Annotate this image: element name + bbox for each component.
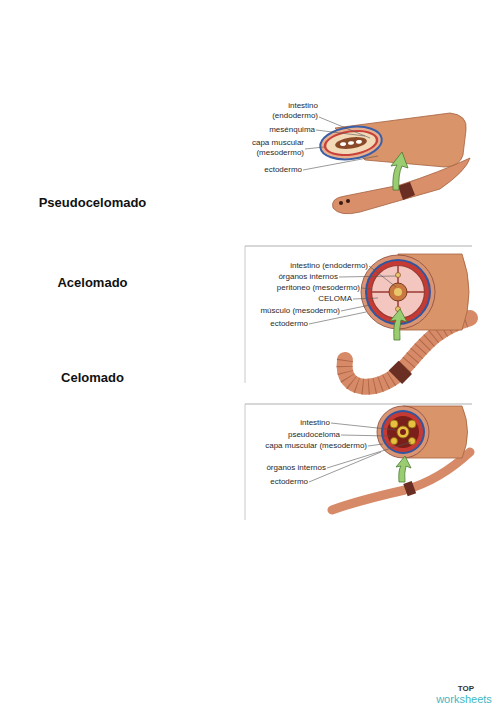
leader-line xyxy=(341,305,370,311)
organ xyxy=(409,438,416,445)
organ xyxy=(390,420,398,428)
part-label: intestino xyxy=(230,418,330,428)
organ xyxy=(340,142,346,146)
part-label: músculo (mesodermo) xyxy=(230,306,340,316)
organ xyxy=(396,273,401,278)
worm-band xyxy=(403,481,416,496)
green-arrow xyxy=(391,152,408,190)
cross-section xyxy=(318,123,384,163)
intestine xyxy=(397,426,409,438)
part-label: pseudoceloma xyxy=(230,430,340,440)
organ xyxy=(356,140,362,144)
part-label: capa muscular (mesodermo) xyxy=(244,138,304,157)
organ xyxy=(348,141,354,145)
part-label: CELOMA xyxy=(230,294,352,304)
leader-line xyxy=(331,423,396,430)
intestine xyxy=(389,283,407,301)
pseudocoelom xyxy=(387,416,419,448)
muscle-layer xyxy=(383,412,423,452)
part-label: órganos internos xyxy=(230,463,326,473)
type-heading: Pseudocelomado xyxy=(15,195,170,211)
watermark: TOP xyxy=(441,684,491,694)
leader-line xyxy=(319,117,370,138)
part-label: ectodermo xyxy=(240,165,302,175)
eyespot xyxy=(346,199,350,203)
type-heading: Acelomado xyxy=(15,275,170,291)
worm-band xyxy=(398,182,415,200)
organ xyxy=(408,420,416,428)
part-label: intestino (endodermo) xyxy=(268,101,318,120)
intestine xyxy=(334,135,367,150)
watermark: worksheets xyxy=(428,693,500,706)
coelom xyxy=(372,266,425,319)
epidermis-ring xyxy=(381,410,425,454)
intestine-lumen xyxy=(400,429,406,435)
worm-band xyxy=(389,361,412,384)
mesenchyme-layer xyxy=(325,129,377,157)
intestine-lumen xyxy=(394,288,402,296)
part-label: ectodermo xyxy=(230,319,308,329)
leader-line xyxy=(339,276,396,277)
roundworm-body xyxy=(332,452,470,510)
part-label: mesénquima xyxy=(250,125,315,135)
green-arrow xyxy=(390,309,407,340)
frame-line xyxy=(245,404,246,520)
leader-line xyxy=(303,156,378,170)
leader-line xyxy=(341,435,390,436)
leader-line xyxy=(353,298,378,299)
leader-line xyxy=(361,288,372,289)
type-heading: Celomado xyxy=(15,370,170,386)
organ xyxy=(391,438,398,445)
part-label: peritoneo (mesodermo) xyxy=(230,283,360,293)
part-label: órganos internos xyxy=(230,272,338,282)
leader-line xyxy=(305,147,324,149)
leader-line xyxy=(316,130,365,136)
part-label: capa muscular (mesodermo) xyxy=(230,441,367,451)
green-arrow xyxy=(396,456,411,482)
frame-line xyxy=(245,404,472,405)
ectoderm-layer xyxy=(318,123,384,163)
frame-line xyxy=(245,246,246,383)
eyespot xyxy=(339,201,343,205)
leader-line xyxy=(368,444,383,446)
part-label: ectodermo xyxy=(230,477,308,487)
part-label: intestino (endodermo) xyxy=(230,261,368,271)
frame-line xyxy=(245,246,472,247)
